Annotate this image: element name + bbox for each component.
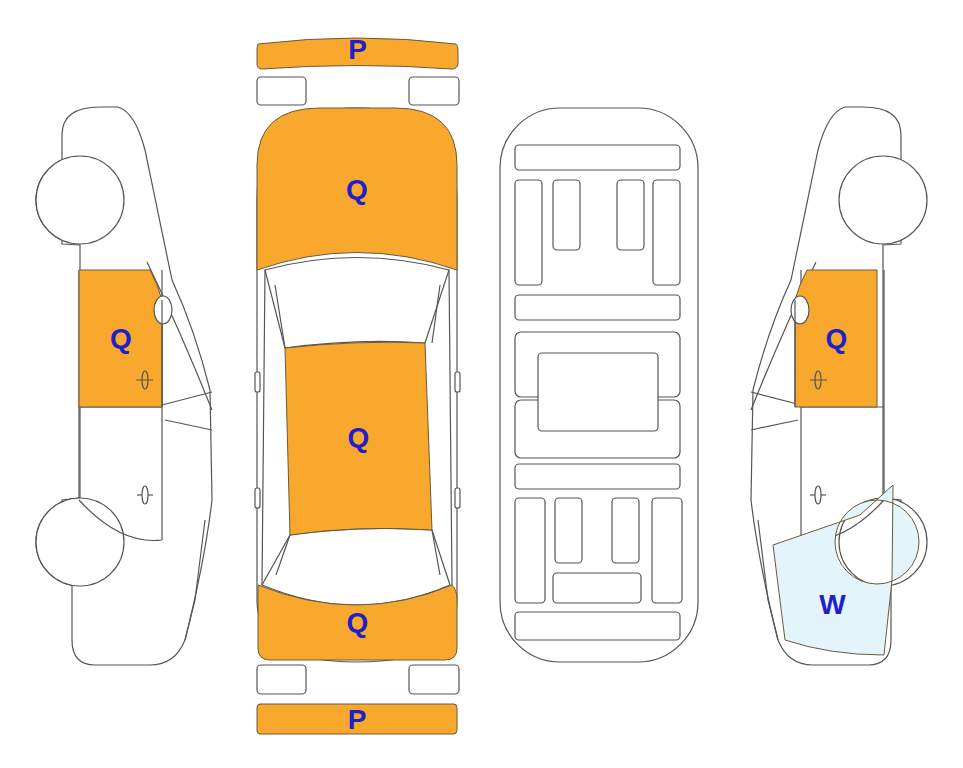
- damage-code: P: [348, 706, 367, 734]
- car-outline: [162, 392, 212, 430]
- car-outline: [515, 180, 542, 285]
- car-outline: [142, 486, 148, 504]
- car-outline: [617, 180, 644, 250]
- car-outline: [36, 498, 124, 586]
- side-view: [36, 107, 212, 665]
- car-outline: [758, 520, 778, 640]
- panel-shape: [770, 484, 895, 659]
- car-outline: [815, 486, 821, 504]
- top-view: [255, 77, 460, 694]
- car-outline: [262, 270, 452, 585]
- car-outline: [515, 464, 680, 489]
- panel-fill: [257, 108, 457, 270]
- panel-fill: [285, 342, 432, 535]
- door-detail: [136, 300, 162, 407]
- car-outline: [515, 612, 680, 640]
- car-outline: [455, 372, 460, 392]
- car-outline: [36, 498, 124, 586]
- car-outline: [612, 498, 639, 563]
- panel-fill: [795, 270, 877, 407]
- damage-code: Q: [347, 609, 369, 637]
- car-outline: [257, 108, 457, 662]
- damage-panel: Q: [794, 269, 879, 409]
- car-outline: [553, 573, 641, 603]
- car-outline: [515, 145, 680, 170]
- panel-fill: [257, 704, 457, 734]
- car-outline: [500, 108, 698, 662]
- damage-panel: Q: [256, 107, 458, 272]
- damage-code: W: [819, 591, 845, 619]
- car-outline: [79, 270, 162, 541]
- damage-panel: W: [770, 484, 895, 659]
- damage-code: Q: [346, 176, 368, 204]
- door-detail: [795, 300, 827, 407]
- car-outline: [257, 77, 306, 105]
- car-outline: [538, 353, 658, 431]
- door-detail: [815, 371, 821, 389]
- damage-panel: P: [256, 703, 458, 735]
- car-outline: [652, 498, 682, 603]
- damage-code: Q: [110, 325, 132, 353]
- damage-code: Q: [348, 424, 370, 452]
- car-outline: [257, 665, 306, 694]
- damage-panel: Q: [78, 269, 164, 409]
- door-detail: [142, 371, 148, 389]
- car-outline: [262, 528, 450, 605]
- panel-fill: [258, 585, 457, 660]
- damage-code: Q: [826, 325, 848, 353]
- damage-panel: P: [256, 34, 459, 71]
- panel-fill: [773, 485, 919, 655]
- car-outline: [409, 665, 459, 694]
- damage-panel: Q: [283, 339, 434, 537]
- car-outline: [36, 156, 124, 244]
- car-outline: [185, 520, 205, 640]
- damage-code: P: [348, 36, 367, 64]
- panel-fill: [79, 270, 162, 407]
- side-view: [751, 107, 927, 665]
- door-detail: [154, 296, 172, 324]
- door-detail: [791, 296, 809, 324]
- car-outline: [255, 372, 260, 392]
- damage-panel: Q: [257, 580, 458, 661]
- car-outline: [553, 180, 580, 250]
- car-outline: [255, 488, 260, 508]
- car-outline: [265, 258, 449, 349]
- car-outline: [555, 498, 582, 563]
- car-outline: [36, 156, 124, 244]
- car-outline: [515, 295, 680, 320]
- car-outline: [653, 180, 680, 285]
- car-outline: [751, 392, 801, 430]
- car-outline: [839, 156, 927, 244]
- car-outline: [515, 498, 545, 603]
- car-outline: [409, 77, 459, 105]
- underbody-view: [500, 108, 698, 662]
- car-outline: [455, 488, 460, 508]
